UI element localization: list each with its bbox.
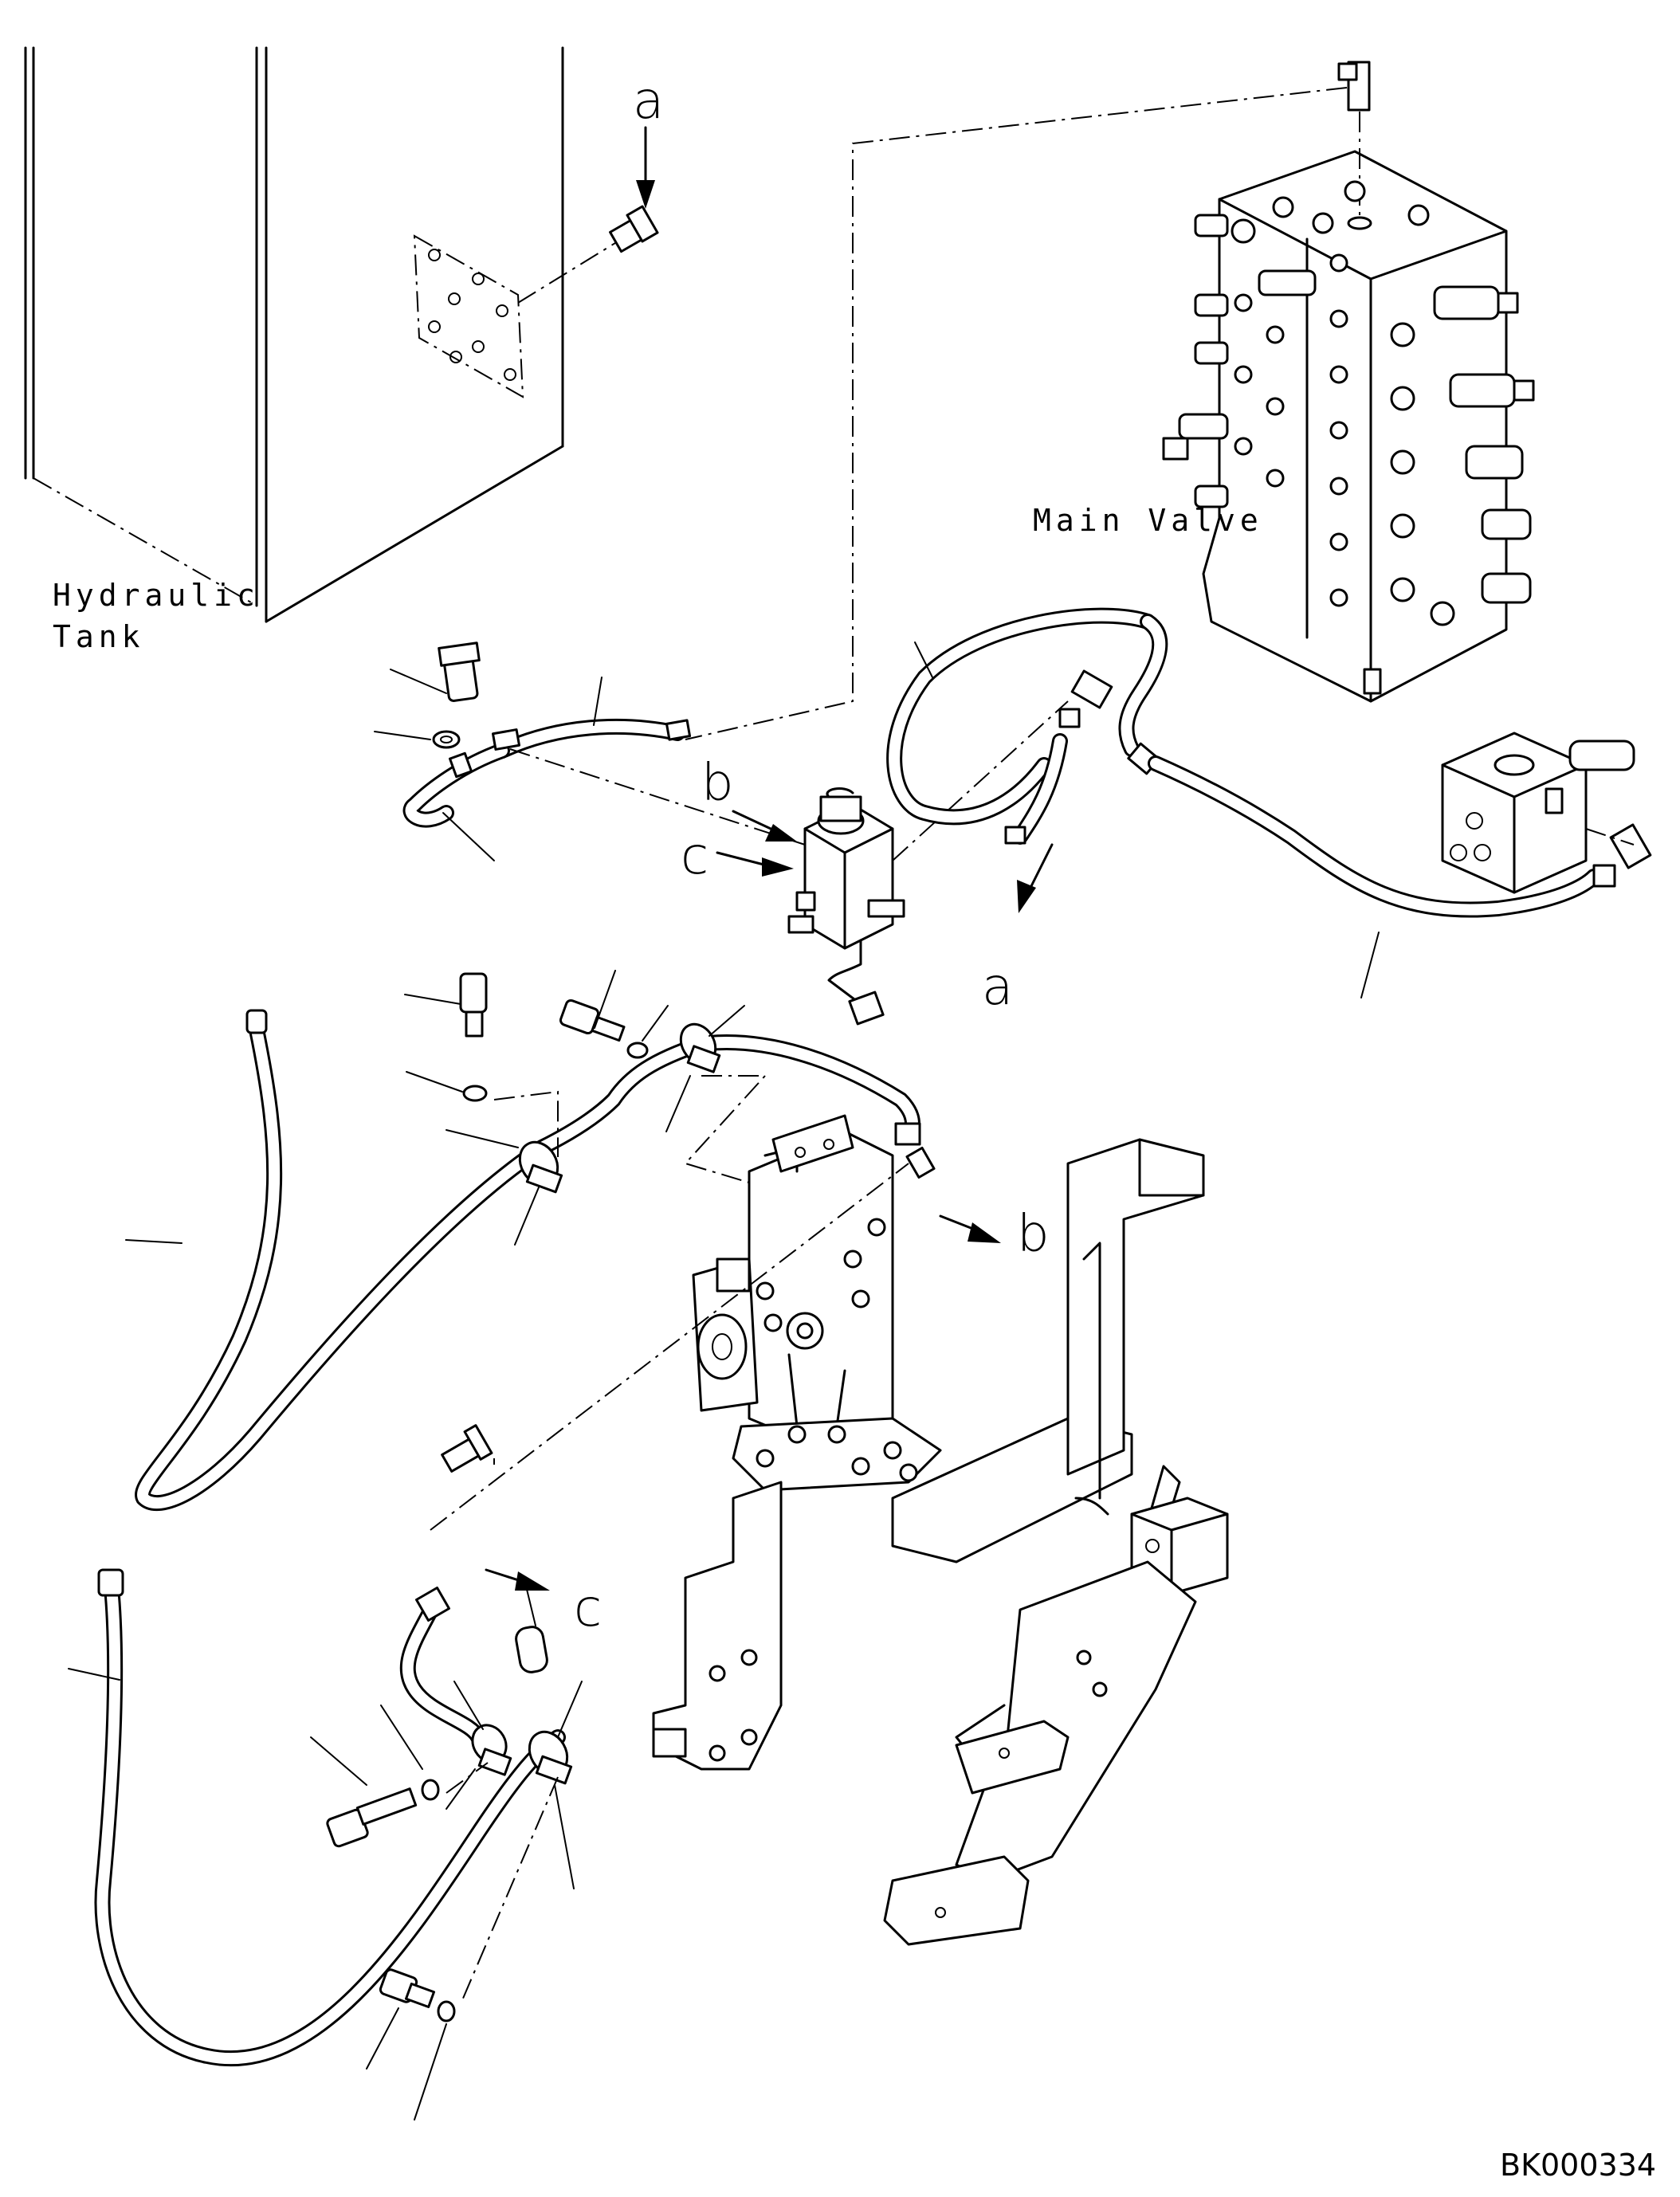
connection-letter-b-upper: b: [701, 754, 734, 813]
main-valve-ports: [1231, 180, 1455, 626]
leader-lower-bolt-2: [366, 2007, 399, 2069]
leader-washer-middle-2: [642, 1005, 669, 1042]
lower-fasteners: [326, 1779, 456, 2022]
arrow-a-top: [636, 126, 655, 209]
leader-loop-hose: [914, 641, 933, 678]
connection-letter-a-top: a: [633, 72, 664, 131]
leader-lower-clamp-2: [453, 1681, 484, 1730]
aux-valve-block: [1441, 732, 1635, 894]
pedal-bracket-frame: [430, 1114, 1229, 1946]
leader-washer-middle: [406, 1071, 463, 1093]
leader-lower-long-hose: [68, 1668, 120, 1681]
leader-clamp-middle-4: [665, 1075, 691, 1132]
upper-hose-left: [402, 641, 692, 828]
leader-lower-washer-2: [414, 2023, 447, 2120]
lower-spacer: [515, 1626, 548, 1673]
connection-letter-b-lower: b: [1017, 1205, 1050, 1264]
arrow-b-upper: [732, 810, 797, 842]
arrow-a-lower: [1017, 843, 1054, 913]
main-valve: [1162, 61, 1535, 703]
leader-bolt-middle: [404, 994, 461, 1005]
hydraulic-tank: [24, 46, 659, 623]
leader-spacer: [524, 1579, 536, 1626]
leader-washer-upper: [374, 731, 431, 740]
leader-lower-clamp-4: [557, 1681, 583, 1738]
leader-clamp-middle-2: [514, 1187, 540, 1246]
center-loop-hose: [886, 607, 1168, 845]
leader-clamp-middle: [446, 1129, 519, 1148]
arrow-c-lower: [485, 1568, 550, 1591]
hydraulic-tank-label-1: Hydraulic: [53, 578, 260, 613]
middle-long-hose: [135, 1009, 936, 1512]
arrow-b-lower: [939, 1214, 1001, 1243]
lower-elbow-fitting: [441, 1424, 493, 1473]
leader-elbow-upper: [442, 812, 495, 861]
main-valve-solenoids: [1162, 214, 1535, 604]
drawing-code: BK000334: [1500, 2148, 1656, 2183]
solenoid-valve-block: [787, 787, 905, 1026]
arrow-c-upper: [716, 851, 794, 877]
connection-letter-c-lower: c: [574, 1579, 602, 1638]
leader-clamp-middle-3: [709, 1005, 745, 1037]
main-valve-label: Main Valve: [1033, 503, 1263, 538]
leader-bolt-middle-2: [594, 970, 616, 1029]
leader-lower-clamp-3: [554, 1784, 575, 1889]
hydraulic-tank-label-2: Tank: [53, 619, 145, 654]
leader-right-hose: [1360, 932, 1380, 998]
connection-letter-a-lower: a: [982, 958, 1013, 1017]
lower-long-hose: [94, 1568, 573, 2067]
tank-elbow-fitting: [609, 205, 659, 253]
leader-hose-upper: [593, 677, 603, 726]
middle-fasteners: [459, 972, 649, 1102]
leader-lower-washer: [380, 1705, 423, 1770]
leader-bolt-upper: [390, 669, 447, 694]
lower-short-hose: [399, 1587, 512, 1776]
connection-letter-c-upper: c: [681, 827, 709, 886]
leader-long-hose: [125, 1239, 183, 1244]
leader-lower-bolt: [310, 1736, 367, 1786]
right-hose: [1148, 755, 1652, 918]
